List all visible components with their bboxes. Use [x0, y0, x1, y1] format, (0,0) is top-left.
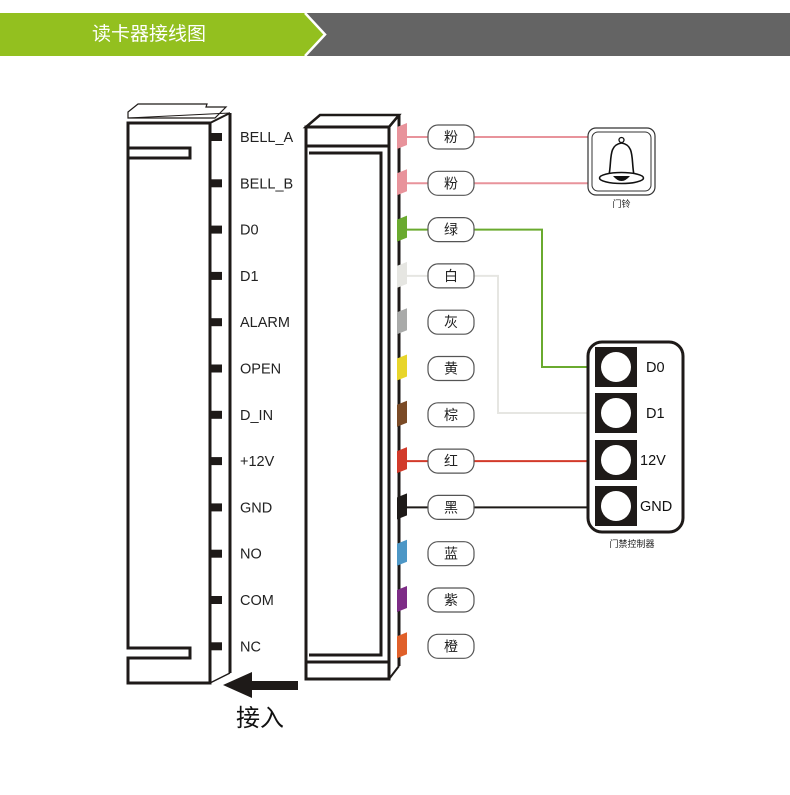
- wire-swatch: [397, 400, 407, 427]
- wire-tag: 蓝: [427, 541, 475, 567]
- wire-tag: 黄: [427, 355, 475, 382]
- wire-swatch: [397, 261, 407, 288]
- pin-stub: [210, 364, 222, 373]
- wire-tag: 白: [427, 263, 475, 289]
- terminal-label: D0: [646, 360, 665, 376]
- wire-color-label: 棕: [444, 408, 458, 424]
- wire-color-label: 黄: [444, 361, 458, 378]
- wire-color-label: 白: [444, 269, 458, 285]
- wire-tag: 灰: [427, 309, 475, 335]
- header-bar: [305, 13, 790, 56]
- wire-tag: 粉: [427, 170, 475, 196]
- wire-swatch: [397, 169, 407, 196]
- pin-label: NO: [240, 547, 262, 563]
- terminal-label: 12V: [640, 453, 666, 469]
- terminal-label: GND: [640, 499, 672, 515]
- wire-color-label: 粉: [444, 130, 458, 146]
- wire-color-label: 橙: [444, 639, 458, 655]
- wire-color-label: 黑: [444, 500, 458, 516]
- wire-tag: 粉: [427, 124, 475, 150]
- pin-label: GND: [240, 500, 272, 516]
- pin-label: ALARM: [240, 315, 290, 331]
- terminal-screw-icon: [601, 491, 631, 521]
- pin-stub: [210, 271, 222, 280]
- terminal-label: D1: [646, 406, 665, 422]
- pin-stub: [210, 596, 222, 604]
- wire-color-label: 绿: [444, 223, 458, 239]
- wire-color-swatches: [397, 123, 407, 659]
- reader-socket: [126, 103, 232, 685]
- wire-color-label: 红: [444, 454, 458, 470]
- pin-stub: [210, 642, 222, 651]
- terminal-screw-icon: [601, 445, 631, 475]
- terminal-screw-icon: [601, 352, 631, 382]
- pin-stub: [210, 503, 222, 512]
- page-title: 读卡器接线图: [92, 23, 207, 45]
- pin-stub: [210, 318, 222, 327]
- pin-stub: [210, 549, 222, 558]
- pin-stub: [210, 457, 222, 466]
- bell-icon: [598, 136, 645, 185]
- pin-label: NC: [240, 639, 261, 655]
- wire-color-label: 灰: [444, 315, 458, 331]
- wire-tag: 黑: [427, 494, 475, 520]
- pin-label: OPEN: [240, 362, 281, 378]
- header-title-tab: 读卡器接线图: [0, 13, 305, 56]
- wire-swatch: [397, 493, 407, 520]
- header-banner: 读卡器接线图: [0, 13, 790, 56]
- pin-label: D1: [240, 269, 259, 285]
- insert-label: 接入: [236, 704, 284, 732]
- wire-tag: 棕: [427, 402, 475, 428]
- wire-swatch: [397, 308, 407, 335]
- wire-swatch: [397, 447, 407, 474]
- wire-swatch: [397, 123, 407, 149]
- wire-swatch: [397, 354, 407, 381]
- wire-swatch: [397, 586, 407, 612]
- wire-tag: 橙: [427, 633, 475, 659]
- wire-color-label: 紫: [444, 593, 458, 609]
- pin-label: D_IN: [240, 408, 273, 424]
- reader-pin-stubs: [210, 133, 222, 651]
- pin-stub: [210, 179, 222, 188]
- doorbell-label: 门铃: [612, 198, 630, 210]
- pin-label: BELL_A: [240, 130, 294, 146]
- pin-stub: [210, 225, 222, 234]
- cable-plug: [302, 113, 402, 681]
- wire-tag: 绿: [427, 217, 475, 243]
- wire-line: [474, 228, 589, 368]
- controller-label: 门禁控制器: [609, 538, 654, 550]
- wire-line: [474, 274, 589, 414]
- pin-stub: [210, 410, 222, 419]
- wire-swatch: [397, 215, 407, 242]
- terminal-screw-icon: [601, 398, 631, 428]
- wire-tag: 红: [427, 448, 475, 474]
- doorbell: 门铃: [587, 127, 656, 210]
- insert-arrow: 接入: [223, 672, 298, 732]
- pin-stub: [210, 133, 222, 141]
- wire-color-label: 粉: [444, 176, 458, 192]
- pin-label: COM: [240, 593, 274, 609]
- wire-tag: 紫: [427, 587, 475, 613]
- wire-color-label: 蓝: [444, 547, 458, 563]
- wire-lines: [404, 136, 589, 509]
- pin-label: +12V: [240, 454, 275, 470]
- pin-label: BELL_B: [240, 176, 293, 192]
- header-chevron-icon: [295, 13, 327, 56]
- wire-swatch: [397, 632, 407, 659]
- pin-label: D0: [240, 223, 259, 239]
- arrow-left-icon: [223, 672, 298, 698]
- wire-swatch: [397, 539, 407, 566]
